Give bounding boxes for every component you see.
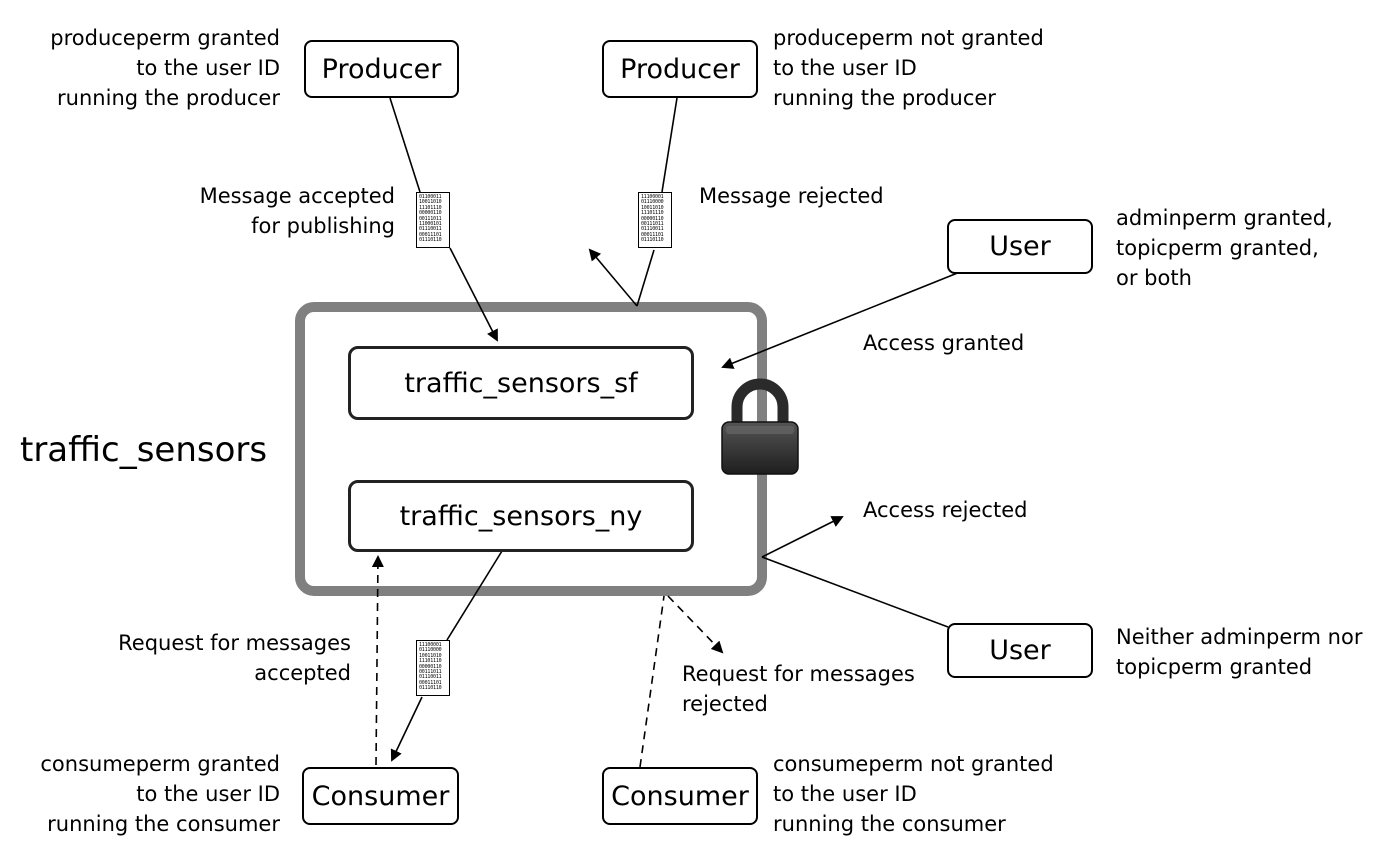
producer-left-node[interactable]: Producer (304, 40, 459, 98)
label-line: Request for messages (118, 631, 351, 655)
consumer-left-note: consumeperm granted to the user ID runni… (40, 749, 280, 839)
note-line: running the producer (773, 86, 996, 110)
note-line: topicperm granted (1116, 655, 1313, 679)
note-line: produceperm not granted (773, 26, 1044, 50)
access-granted-label: Access granted (863, 331, 1025, 355)
note-line: running the consumer (773, 812, 1006, 836)
message-rejected-label: Message rejected (699, 184, 884, 208)
note-line: to the user ID (773, 56, 917, 80)
user-bottom-connector (761, 556, 949, 628)
consumer-right-connector (639, 595, 665, 768)
note-line: produceperm granted (50, 26, 280, 50)
access-granted-arrow (721, 271, 961, 369)
label-line: accepted (254, 661, 351, 685)
note-line: running the producer (57, 86, 280, 110)
consumer-right-note: consumeperm not granted to the user ID r… (773, 749, 1054, 839)
producer-right-node[interactable]: Producer (602, 40, 758, 98)
note-line: adminperm granted, (1116, 206, 1333, 230)
user-bottom-note: Neither adminperm nor topicperm granted (1116, 622, 1362, 682)
note-line: topicperm granted, (1116, 236, 1319, 260)
message-delivered-arrow (390, 696, 423, 762)
partition-sf[interactable]: traffic_sensors_sf (348, 346, 694, 420)
user-bottom-node[interactable]: User (947, 623, 1093, 678)
user-top-note: adminperm granted, topicperm granted, or… (1116, 203, 1333, 293)
note-line: to the user ID (136, 782, 280, 806)
message-accepted-arrow (449, 247, 498, 342)
consumer-left-node[interactable]: Consumer (302, 767, 459, 825)
access-rejected-label: Access rejected (863, 498, 1028, 522)
message-icon-rejected: 11100001 01110000 10011010 11101110 0000… (638, 192, 672, 248)
request-accepted-arrow (371, 555, 384, 766)
request-rejected-arrow (667, 595, 724, 654)
note-line: or both (1116, 266, 1192, 290)
note-line: Neither adminperm nor (1116, 625, 1363, 649)
message-rejected-arrow (588, 248, 638, 307)
producer-right-note: produceperm not granted to the user ID r… (773, 23, 1044, 113)
note-line: to the user ID (773, 782, 917, 806)
producer-left-connector (389, 97, 421, 193)
message-accepted-label: Message accepted for publishing (200, 181, 395, 241)
producer-left-note: produceperm granted to the user ID runni… (50, 23, 280, 113)
message-icon-accepted: 01100011 10011010 11101110 00000110 0011… (416, 192, 450, 248)
request-rejected-label: Request for messages rejected (682, 659, 915, 719)
request-accepted-label: Request for messages accepted (118, 628, 351, 688)
message-icon-delivered: 11100001 01110000 10011010 11101110 0000… (416, 640, 450, 696)
note-line: to the user ID (136, 56, 280, 80)
partition-ny[interactable]: traffic_sensors_ny (348, 480, 694, 552)
access-rejected-arrow (761, 516, 844, 558)
consumer-right-node[interactable]: Consumer (602, 767, 758, 825)
label-line: Message accepted (199, 184, 395, 208)
label-line: for publishing (251, 214, 395, 238)
producer-right-connector (661, 97, 678, 193)
producer-right-to-topic (636, 249, 655, 307)
label-line: rejected (682, 692, 768, 716)
note-line: consumeperm not granted (773, 752, 1054, 776)
user-top-node[interactable]: User (947, 219, 1093, 274)
note-line: consumeperm granted (40, 752, 280, 776)
note-line: running the consumer (47, 812, 280, 836)
ny-to-message-connector (446, 550, 503, 641)
label-line: Request for messages (682, 662, 915, 686)
topic-title: traffic_sensors (20, 430, 268, 470)
